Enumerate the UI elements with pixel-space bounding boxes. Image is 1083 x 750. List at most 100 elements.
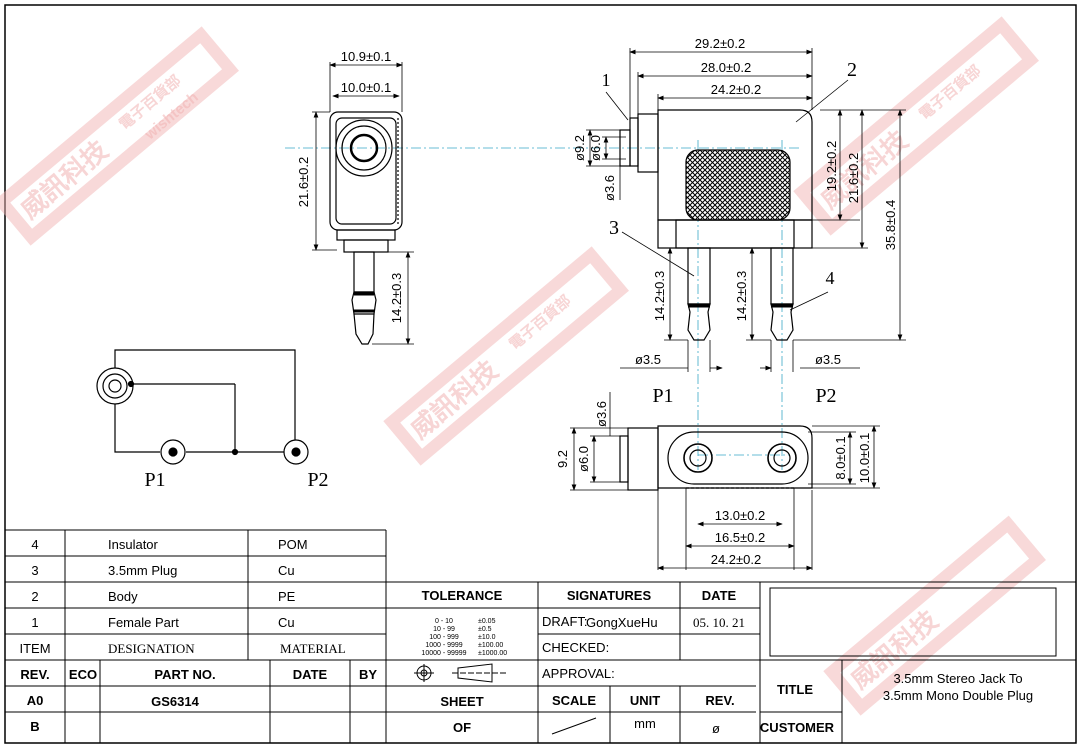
front-view-dims: [586, 48, 906, 372]
rev-row-rev: B: [30, 719, 39, 734]
side-height: 21.6±0.2: [296, 157, 311, 208]
sheet-label: SHEET: [440, 694, 483, 709]
scale-label: SCALE: [552, 693, 596, 708]
bom-row-material: Cu: [278, 615, 295, 630]
callout-3: 3: [609, 217, 619, 239]
bottom-body-width: 24.2±0.2: [711, 552, 762, 567]
svg-text:±1000.00: ±1000.00: [478, 650, 507, 657]
bom-row-material: PE: [278, 589, 296, 604]
callout-4: 4: [826, 268, 835, 288]
bottom-outer-height: 10.0±0.1: [857, 433, 872, 484]
svg-text:100 - 999: 100 - 999: [429, 634, 459, 641]
front-body-height-2: 21.6±0.2: [846, 153, 861, 204]
side-outer-width: 10.9±0.1: [341, 49, 392, 64]
signatures-title: SIGNATURES: [567, 588, 652, 603]
bottom-view: [619, 425, 813, 491]
side-view-dims: [312, 62, 414, 345]
title-line-1: 3.5mm Stereo Jack To: [893, 671, 1022, 686]
rev-header-part-no: PART NO.: [154, 667, 215, 682]
svg-text:±0.05: ±0.05: [478, 618, 496, 625]
bom-row-item: 3: [31, 563, 38, 578]
bom-header-item: ITEM: [19, 641, 50, 656]
scale-slash: [551, 717, 597, 735]
rev-value: ø: [712, 721, 720, 736]
svg-text:1000 - 9999: 1000 - 9999: [425, 642, 462, 649]
customer-label: CUSTOMER: [760, 720, 835, 735]
bom-row-designation: 3.5mm Plug: [108, 563, 177, 578]
plug-label-p2: P2: [815, 385, 836, 407]
bom-header-designation: DESIGNATION: [108, 641, 195, 656]
svg-text:10000 - 99999: 10000 - 99999: [421, 650, 466, 657]
of-label: OF: [453, 720, 471, 735]
watermark-group: 威訊科技 電子百貨部 威訊科技 電子百貨部 威訊科技 電子百貨部 威訊科技 wi…: [0, 16, 1046, 716]
bom-row-item: 2: [31, 589, 38, 604]
socket-dia-1: ø9.2: [572, 135, 587, 161]
plug2-dia: ø3.5: [815, 352, 841, 367]
checked-label: CHECKED:: [542, 640, 609, 655]
revision-table: [5, 660, 756, 743]
plug-label-p1: P1: [652, 385, 673, 407]
title-block-grid: [386, 581, 1076, 743]
bottom-inner-height: 8.0±0.1: [833, 436, 848, 479]
bottom-pitch: 13.0±0.2: [715, 508, 766, 523]
title-label: TITLE: [777, 682, 813, 697]
bom-row-designation: Body: [108, 589, 138, 604]
rev-row-part-no: GS6314: [151, 694, 199, 709]
approval-label: APPROVAL:: [542, 666, 615, 681]
svg-text:±0.5: ±0.5: [478, 626, 492, 633]
rev-header-date: DATE: [293, 667, 328, 682]
title-line-2: 3.5mm Mono Double Plug: [883, 688, 1033, 703]
schematic-p1: P1: [144, 469, 165, 491]
projection-symbol-icon: [414, 663, 506, 683]
socket-dia-3: ø3.6: [602, 175, 617, 201]
bom-row-item: 4: [31, 537, 38, 552]
rev-header-by: BY: [359, 667, 377, 682]
bom-row-item: 1: [31, 615, 38, 630]
rev-header-rev: REV.: [20, 667, 49, 682]
unit-value: mm: [634, 716, 656, 731]
bom-table: [5, 529, 1076, 743]
side-plug-length: 14.2±0.3: [389, 273, 404, 324]
date-title: DATE: [702, 588, 737, 603]
bottom-height: 9.2: [555, 450, 570, 468]
sheet-border: [4, 4, 1077, 744]
callout-2: 2: [847, 59, 857, 81]
front-body-width-1: 28.0±0.2: [701, 60, 752, 75]
front-body-height-1: 19.2±0.2: [824, 141, 839, 192]
svg-text:±10.0: ±10.0: [478, 634, 496, 641]
bom-row-designation: Female Part: [108, 615, 179, 630]
bottom-view-dims: [570, 392, 880, 571]
svg-text:10 - 99: 10 - 99: [433, 626, 455, 633]
front-view: [619, 109, 813, 341]
front-body-width-2: 24.2±0.2: [711, 82, 762, 97]
bom-row-material: Cu: [278, 563, 295, 578]
front-total-height: 35.8±0.4: [883, 200, 898, 251]
tolerance-title: TOLERANCE: [422, 588, 503, 603]
tolerance-table: 0 - 10 ±0.05 10 - 99 ±0.5 100 - 999 ±10.…: [421, 618, 507, 657]
front-overall-width: 29.2±0.2: [695, 36, 746, 51]
bottom-dia-small: ø3.6: [594, 401, 609, 427]
callout-1: 1: [602, 70, 611, 90]
date-value: 05. 10. 21: [693, 615, 745, 630]
rev-header-eco: ECO: [69, 667, 97, 682]
plug1-length: 14.2±0.3: [652, 271, 667, 322]
socket-dia-2: ø6.0: [588, 135, 603, 161]
rev-label: REV.: [705, 693, 734, 708]
svg-text:0 - 10: 0 - 10: [435, 618, 453, 625]
plug1-dia: ø3.5: [635, 352, 661, 367]
bottom-dia-mid: ø6.0: [576, 446, 591, 472]
draft-name: GongXueHu: [586, 615, 658, 630]
bom-row-designation: Insulator: [108, 537, 159, 552]
side-inner-width: 10.0±0.1: [341, 80, 392, 95]
plug2-length: 14.2±0.3: [734, 271, 749, 322]
schematic-p2: P2: [307, 469, 328, 491]
svg-text:±100.00: ±100.00: [478, 642, 503, 649]
side-view: [329, 111, 403, 345]
bottom-slot-width: 16.5±0.2: [715, 530, 766, 545]
bom-row-material: POM: [278, 537, 308, 552]
schematic: [96, 349, 309, 465]
bom-header-material: MATERIAL: [280, 641, 346, 656]
unit-label: UNIT: [630, 693, 660, 708]
draft-label: DRAFT:: [542, 614, 588, 629]
